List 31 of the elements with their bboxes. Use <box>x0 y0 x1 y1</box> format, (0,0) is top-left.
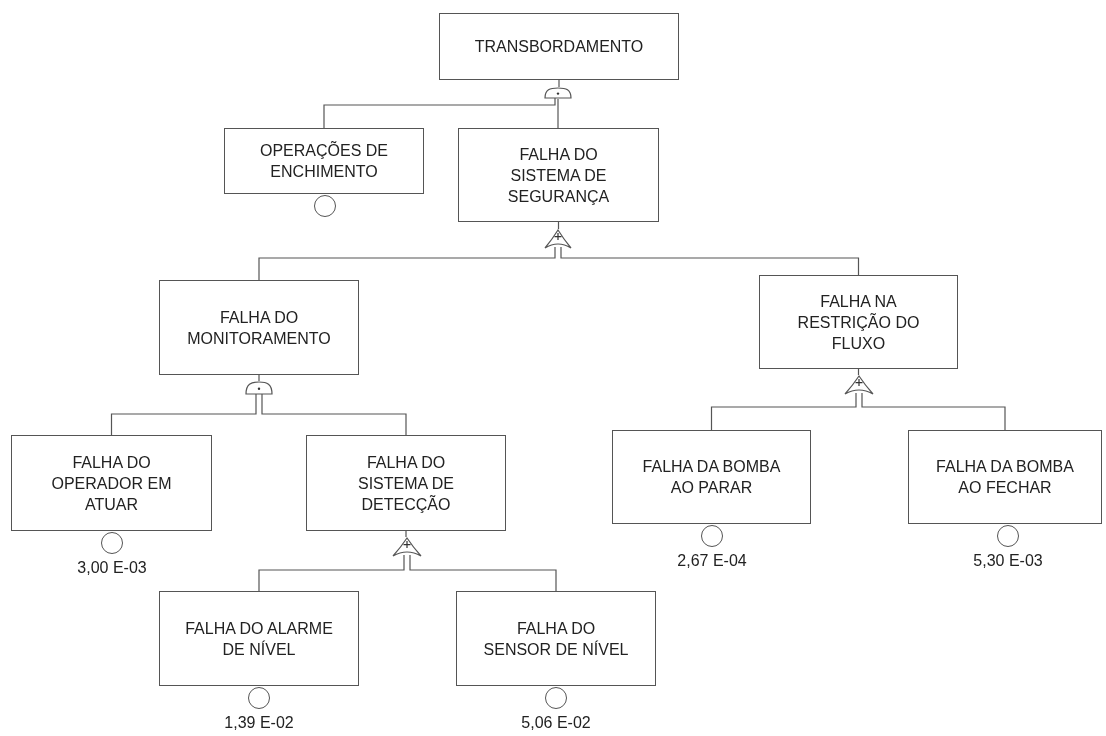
connector-line <box>560 246 860 276</box>
probability-value: 3,00 E-03 <box>76 558 148 578</box>
connector-line <box>409 554 557 592</box>
event-box: FALHA DO MONITORAMENTO <box>159 280 359 375</box>
event-box: FALHA DO SISTEMA DE SEGURANÇA <box>458 128 659 222</box>
connector-line <box>258 374 260 382</box>
connector-line <box>857 368 860 376</box>
connector-line <box>258 554 405 592</box>
event-box: TRANSBORDAMENTO <box>439 13 679 80</box>
event-box: FALHA DO SENSOR DE NÍVEL <box>456 591 656 686</box>
connector-line <box>323 96 556 129</box>
event-box: FALHA NA RESTRIÇÃO DO FLUXO <box>759 275 958 369</box>
event-box: FALHA DA BOMBA AO FECHAR <box>908 430 1102 524</box>
probability-value: 1,39 E-02 <box>223 713 295 733</box>
event-box: FALHA DO ALARME DE NÍVEL <box>159 591 359 686</box>
probability-value: 5,06 E-02 <box>520 713 592 733</box>
connector-line <box>261 392 407 436</box>
connector-line <box>557 98 559 129</box>
connector-line <box>258 246 556 281</box>
event-box: FALHA DA BOMBA AO PARAR <box>612 430 811 524</box>
connector-line <box>558 79 560 88</box>
connector-line <box>110 392 257 436</box>
event-box: OPERAÇÕES DE ENCHIMENTO <box>224 128 424 194</box>
event-box: FALHA DO SISTEMA DE DETECÇÃO <box>306 435 506 531</box>
connector-line <box>710 392 857 431</box>
connector-line <box>557 221 560 230</box>
probability-value: 5,30 E-03 <box>972 551 1044 571</box>
event-box: FALHA DO OPERADOR EM ATUAR <box>11 435 212 531</box>
probability-value: 2,67 E-04 <box>676 551 748 571</box>
connector-line <box>861 392 1006 431</box>
connector-line <box>405 530 407 538</box>
